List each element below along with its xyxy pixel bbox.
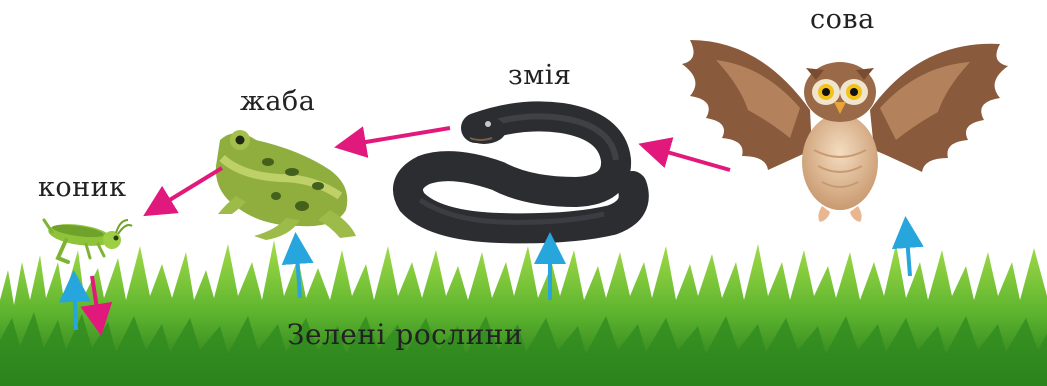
label-snake: змія [508,60,571,91]
label-frog: жаба [240,86,315,117]
snake-icon [408,116,634,228]
arrow-frog-to-grasshopper [150,168,222,212]
grasshopper-icon [44,220,132,262]
label-green-plants: Зелені рослини [287,318,523,351]
plant-arrow-owl [906,224,910,276]
grass-icon [0,240,1047,386]
plant-arrow-grasshopper [74,278,76,330]
arrow-snake-to-frog [342,128,450,146]
label-grasshopper: коник [38,172,127,203]
label-owl: сова [810,4,875,35]
owl-icon [682,40,1008,222]
frog-icon [216,130,356,240]
arrow-owl-to-snake [646,146,730,170]
